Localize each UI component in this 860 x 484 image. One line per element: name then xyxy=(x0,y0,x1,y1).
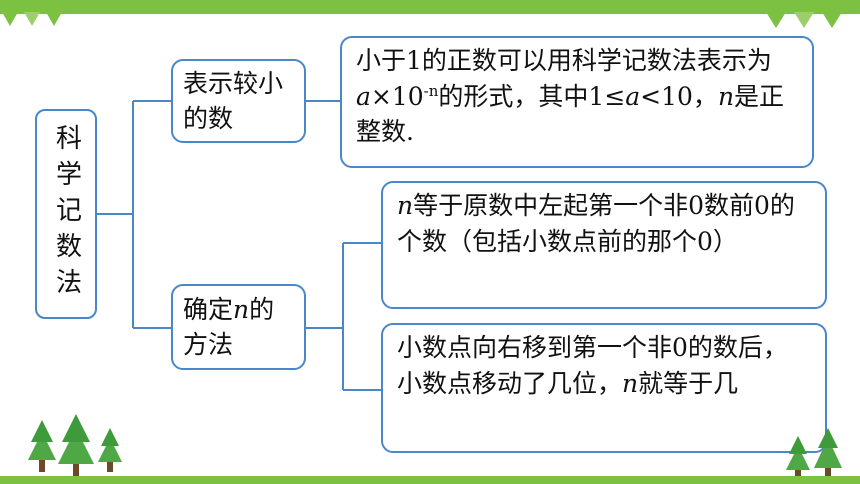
triangle-bunting-icon xyxy=(2,12,18,26)
tree-icon xyxy=(786,436,810,478)
tree-icon xyxy=(98,428,122,472)
leaf-node-method-move-point: 小数点向右移到第一个非0的数后，小数点移动了几位，n就等于几 xyxy=(381,323,827,453)
top-left-bunting xyxy=(2,12,62,26)
root-node: 科学记数法 xyxy=(35,109,97,319)
branch-node-determine-n: 确定n的方法 xyxy=(171,284,306,370)
root-label: 科学记数法 xyxy=(51,124,82,304)
leaf-node-method-count-zeros: n等于原数中左起第一个非0数前0的个数（包括小数点前的那个0） xyxy=(381,181,827,309)
tree-icon xyxy=(58,414,94,476)
triangle-bunting-icon xyxy=(822,12,842,28)
triangle-bunting-icon xyxy=(766,12,786,28)
tree-icon xyxy=(28,420,56,472)
triangle-bunting-icon xyxy=(24,12,40,26)
top-green-band xyxy=(0,0,860,14)
tree-cluster-right xyxy=(786,428,842,478)
branch-label: 表示较小的数 xyxy=(183,68,284,134)
triangle-bunting-icon xyxy=(794,12,814,28)
tree-icon xyxy=(814,428,842,478)
branch-node-small-numbers: 表示较小的数 xyxy=(171,59,306,143)
bottom-green-band xyxy=(0,476,860,484)
triangle-bunting-icon xyxy=(46,12,62,26)
top-right-bunting xyxy=(766,12,842,28)
leaf-node-definition: 小于1的正数可以用科学记数法表示为a×10-n的形式，其中1≤a<10，n是正整… xyxy=(340,36,814,168)
branch-label: 确定n的方法 xyxy=(183,294,275,360)
tree-cluster-left xyxy=(28,414,122,476)
